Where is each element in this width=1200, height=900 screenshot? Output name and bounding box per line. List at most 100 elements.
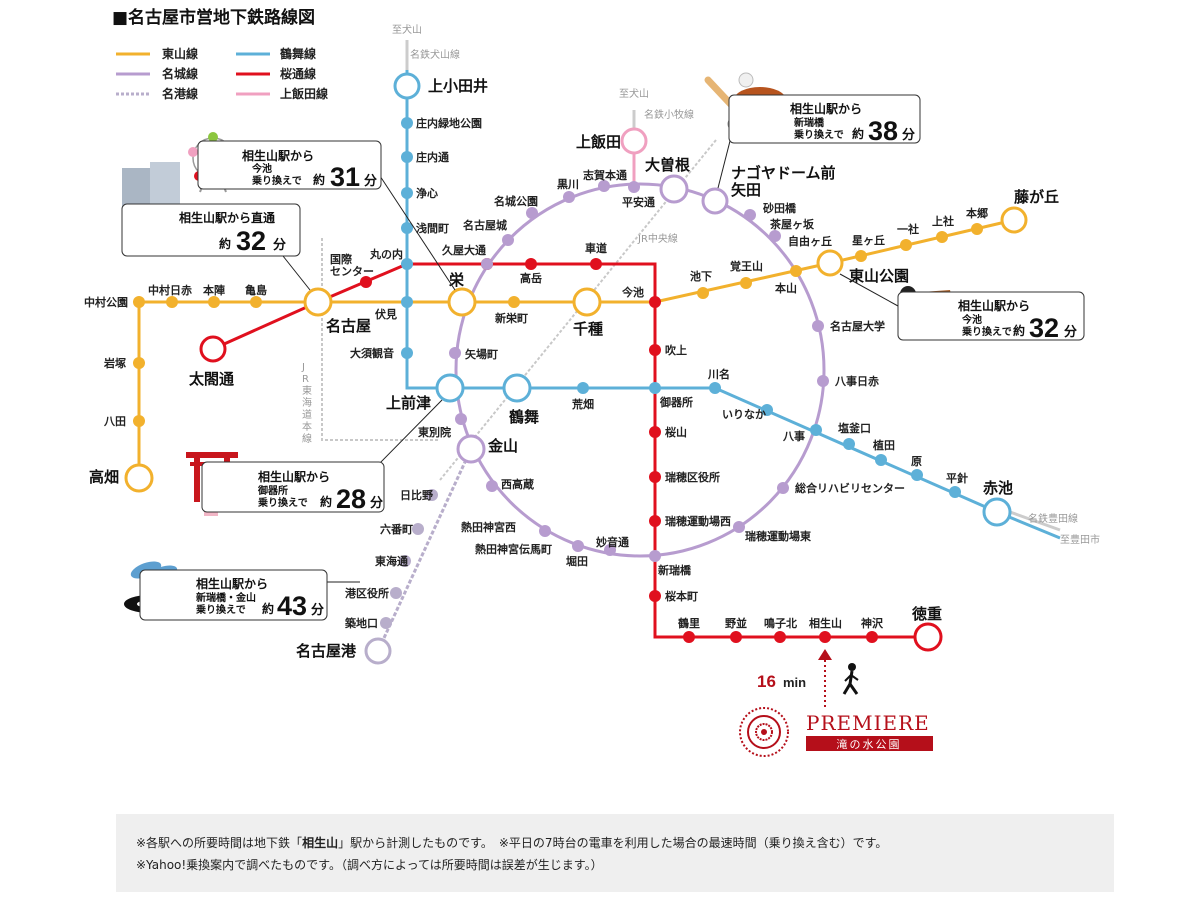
major-station-circles [124, 72, 1028, 665]
station-label: 妙音通 [596, 535, 629, 549]
station-label: 黒川 [557, 178, 579, 191]
jr-tokaido-label: JR 東海 道本 線 [301, 362, 312, 445]
callout-minutes: 38 [868, 116, 898, 146]
station-label: 庄内通 [416, 150, 449, 164]
station-dot [843, 438, 855, 450]
label-akaike: 赤池 [983, 479, 1013, 497]
station-label: 桜本町 [665, 589, 698, 603]
station-circle-takabata [124, 463, 154, 493]
station-label: 久屋大通 [442, 243, 486, 257]
station-dot [401, 151, 413, 163]
svg-text:道: 道 [302, 408, 312, 421]
ext-meitetsu-komaki: 名鉄小牧線 [644, 108, 694, 121]
major-station-labels: 上小田井 上飯田 大曽根 ナゴヤドーム前 矢田 藤が丘 東山公園 名古屋 栄 千… [89, 77, 1059, 660]
station-dot [250, 296, 262, 308]
svg-text:海: 海 [302, 396, 312, 409]
station-dots [133, 117, 983, 643]
station-dot [133, 357, 145, 369]
callout-leaders [282, 140, 899, 583]
label-sakae: 栄 [448, 271, 465, 289]
station-label: 車道 [585, 241, 607, 255]
station-dot [401, 187, 413, 199]
station-dot [649, 515, 661, 527]
note-line-1-post: 」駅から計測したものです。 ※平日の7時台の電車を利用した場合の最速時間（乗り換… [338, 836, 888, 850]
svg-text:R: R [302, 374, 309, 385]
station-dot [949, 486, 961, 498]
callout-dome: 相生山駅から 新瑞橋 乗り換えで 約 38 分 [704, 72, 921, 146]
station-label: 荒畑 [571, 397, 594, 411]
station-label: 中村公園 [84, 295, 128, 309]
station-label: 平針 [946, 471, 968, 485]
station-dot [412, 523, 424, 535]
callout-unit: 分 [370, 495, 383, 511]
station-label: 庄内緑地公園 [416, 116, 482, 130]
station-dot [866, 631, 878, 643]
callout-prefix: 約 [219, 236, 231, 251]
callout-unit: 分 [364, 173, 377, 189]
note-line-1: ※各駅への所要時間は地下鉄「相生山」駅から計測したものです。 ※平日の7時台の電… [136, 834, 887, 851]
station-label: 茶屋ヶ坂 [769, 217, 815, 231]
station-label: 本山 [775, 281, 797, 295]
label-nagoya: 名古屋 [326, 317, 371, 335]
station-dot [810, 424, 822, 436]
note-line-2: ※Yahoo!乗換案内で調べたものです。（調べ方によっては所要時間は誤差が生じま… [136, 858, 603, 872]
station-circle-nagoyako [364, 637, 392, 665]
label-taikodori: 太閤通 [189, 370, 234, 388]
station-dot [649, 590, 661, 602]
station-dot [744, 209, 756, 221]
station-label: 吹上 [665, 343, 687, 357]
ext-inuyama-top: 至犬山 [392, 23, 422, 36]
station-label: 鳴子北 [764, 616, 797, 630]
station-circle-nagoyadome [701, 187, 729, 215]
station-label: 東海通 [375, 554, 408, 568]
jr-chuo-label: JR中央線 [637, 232, 678, 245]
label-kamiiida: 上飯田 [576, 133, 621, 151]
label-takabata: 高畑 [89, 468, 119, 486]
station-label: 名古屋大学 [830, 319, 885, 333]
station-label: 瑞穂運動場東 [745, 529, 812, 543]
station-dot [875, 454, 887, 466]
walk-unit: min [783, 675, 806, 690]
callout-from: 相生山駅から [242, 148, 314, 163]
callout-prefix: 約 [852, 126, 864, 141]
legend: 東山線 鶴舞線 名城線 桜通線 名港線 上飯田線 [116, 46, 328, 101]
station-dot [740, 277, 752, 289]
station-circle-ozone [659, 174, 689, 204]
callout-via: 乗り換えで [251, 174, 302, 187]
callout-via: 新瑞橋 [794, 116, 825, 129]
callout-sakae: 相生山駅から 今池 乗り換えで 約 31 分 [188, 132, 382, 193]
callout-from: 相生山駅から [196, 576, 268, 591]
callout-via: 今池 [961, 313, 982, 326]
station-circle-tsurumai [502, 373, 532, 403]
station-label: 自由ヶ丘 [788, 234, 832, 248]
label-ozone: 大曽根 [645, 156, 690, 174]
station-label: 高岳 [520, 271, 542, 285]
station-label: 西高蔵 [501, 477, 534, 491]
station-label: 亀島 [245, 283, 267, 297]
callout-unit: 分 [1064, 324, 1077, 340]
station-label: 本陣 [203, 283, 225, 297]
station-label: 平安通 [622, 195, 655, 209]
station-dot [649, 382, 661, 394]
station-dot [911, 469, 923, 481]
station-circle-akaike [982, 497, 1012, 527]
station-circle-fujigaoka [1000, 206, 1028, 234]
station-label: 八田 [103, 415, 126, 428]
callout-via: 乗り換えで [961, 325, 1012, 338]
station-label: 新栄町 [495, 311, 528, 325]
station-dot [401, 222, 413, 234]
legend-label-higashiyama: 東山線 [162, 46, 198, 61]
label-kamiotai: 上小田井 [428, 77, 488, 95]
callout-nagoya: 相生山駅から直通 約 32 分 [121, 162, 301, 257]
station-label: 原 [911, 455, 922, 468]
walking-person-icon [842, 663, 859, 695]
mandala-icon [739, 707, 789, 757]
station-dot [486, 480, 498, 492]
station-dot [455, 413, 467, 425]
ext-meitetsu-inuyama: 名鉄犬山線 [410, 48, 460, 61]
callout-from: 相生山駅から直通 [179, 210, 275, 225]
station-circle-higashiyamakoen [816, 249, 844, 277]
station-dot [649, 426, 661, 438]
station-dot [390, 587, 402, 599]
